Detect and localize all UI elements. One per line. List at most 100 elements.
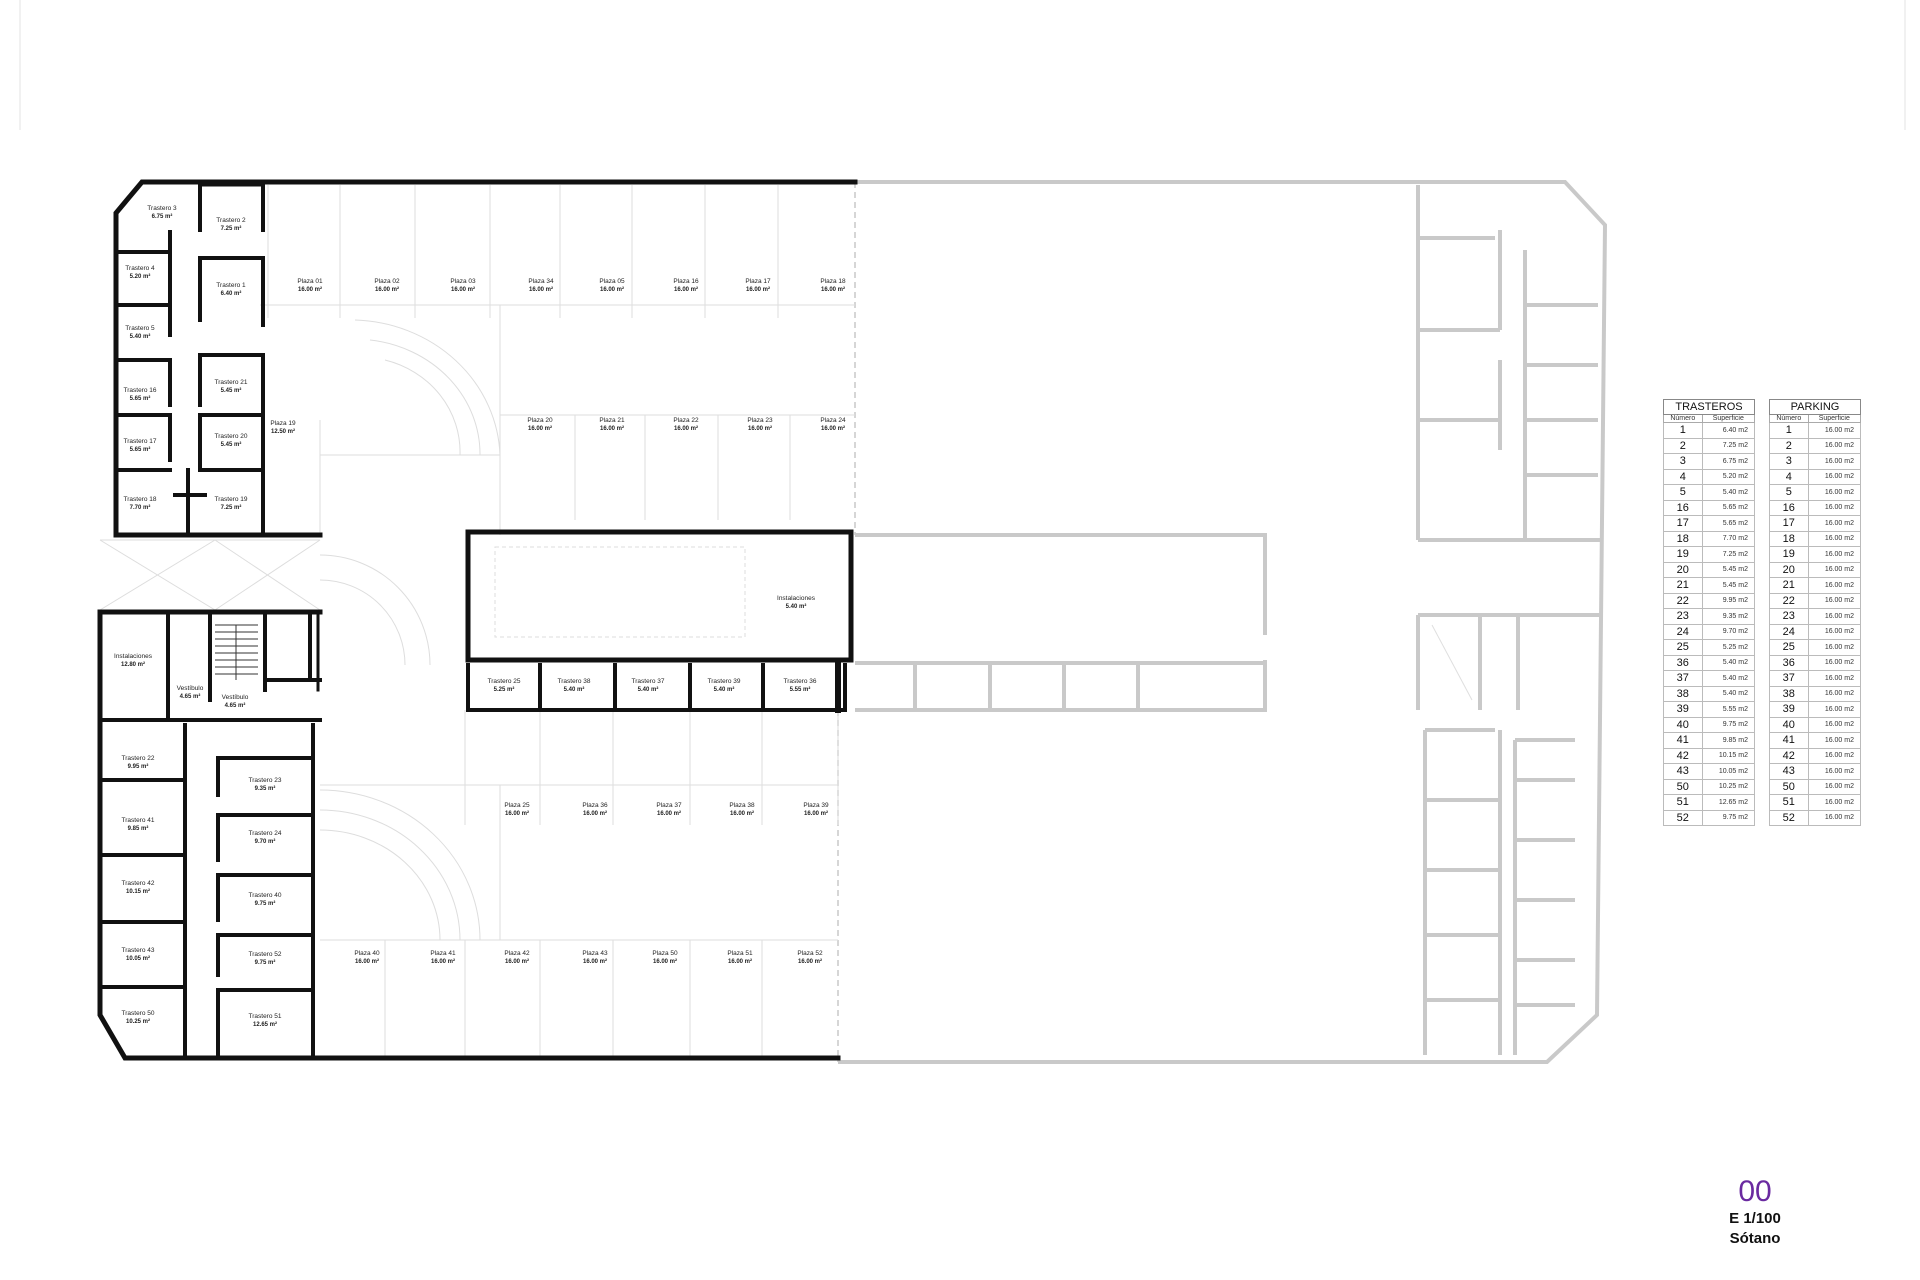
plaza-42-label: Plaza 42 [504,950,530,957]
parking-table-row-superficie: 16.00 m2 [1807,701,1862,718]
trastero-50-label: Trastero 50 [122,1010,155,1017]
plaza-02-label: Plaza 02 [374,278,400,285]
trastero-24-label: Trastero 24 [249,830,282,837]
trasteros-table-row-superficie: 5.40 m2 [1701,685,1756,702]
trasteros-col-numero: Número [1663,414,1703,423]
trasteros-table-row-numero: 51 [1663,794,1703,811]
plaza-25-area: 16.00 m² [505,810,529,817]
parking-table-row-superficie: 16.00 m2 [1807,592,1862,609]
plaza-24-label: Plaza 24 [820,417,846,424]
parking-table-row-numero: 21 [1769,577,1809,594]
plaza-18-area: 16.00 m² [821,286,845,293]
trasteros-table-row-numero: 16 [1663,499,1703,516]
parking-table-row-numero: 17 [1769,515,1809,532]
plaza-43-area: 16.00 m² [583,958,607,965]
plaza-50-label: Plaza 50 [652,950,678,957]
trastero-20-label: Trastero 20 [215,433,248,440]
trasteros-table-row-superficie: 5.40 m2 [1701,670,1756,687]
parking-table-row-superficie: 16.00 m2 [1807,546,1862,563]
plaza-05-area: 16.00 m² [600,286,624,293]
parking-table-row-superficie: 16.00 m2 [1807,685,1862,702]
plaza-38-label: Plaza 38 [729,802,755,809]
instalaciones-west-label: Instalaciones [114,653,153,660]
plaza-05-label: Plaza 05 [599,278,625,285]
vestibulo-2-label: Vestíbulo [222,694,249,701]
parking-table-row-superficie: 16.00 m2 [1807,561,1862,578]
parking-table-row-numero: 41 [1769,732,1809,749]
parking-table-row-superficie: 16.00 m2 [1807,468,1862,485]
trastero-36-label: Trastero 36 [784,678,817,685]
trasteros-table-row-numero: 22 [1663,592,1703,609]
trastero-5-area: 5.40 m² [130,333,151,340]
sheet-number: 00 [1738,1175,1772,1208]
plaza-23-area: 16.00 m² [748,425,772,432]
parking-bay-lines [99,185,855,1058]
trastero-19-label: Trastero 19 [215,496,248,503]
trastero-52-label: Trastero 52 [249,951,282,958]
parking-table-row-numero: 37 [1769,670,1809,687]
trasteros-table-row-superficie: 7.25 m2 [1701,546,1756,563]
trasteros-table-row-numero: 25 [1663,639,1703,656]
trasteros-table-row-numero: 38 [1663,685,1703,702]
parking-table-row-numero: 5 [1769,484,1809,501]
trastero-16-label: Trastero 16 [124,387,157,394]
plaza-34-area: 16.00 m² [529,286,553,293]
plaza-23-label: Plaza 23 [747,417,773,424]
parking-table-row-numero: 22 [1769,592,1809,609]
plaza-17-label: Plaza 17 [745,278,771,285]
plaza-19-area: 12.50 m² [271,428,295,435]
plaza-34-label: Plaza 34 [528,278,554,285]
trastero-37-label: Trastero 37 [632,678,665,685]
parking-table-row-numero: 3 [1769,453,1809,470]
trasteros-table-row-numero: 40 [1663,716,1703,733]
title-block: 00 E 1/100 Sótano [1700,1175,1810,1249]
plaza-24-area: 16.00 m² [821,425,845,432]
trasteros-table-row-superficie: 9.35 m2 [1701,608,1756,625]
plaza-01-label: Plaza 01 [297,278,323,285]
plaza-03-label: Plaza 03 [450,278,476,285]
plaza-02-area: 16.00 m² [375,286,399,293]
stair-icon [215,624,258,680]
trastero-2-area: 7.25 m² [221,225,242,232]
parking-table-row-numero: 20 [1769,561,1809,578]
trasteros-table-row-numero: 24 [1663,623,1703,640]
parking-table-row-numero: 18 [1769,530,1809,547]
parking-table-row-superficie: 16.00 m2 [1807,747,1862,764]
parking-table-row-superficie: 16.00 m2 [1807,654,1862,671]
parking-col-numero: Número [1769,414,1809,423]
parking-table-row-numero: 43 [1769,763,1809,780]
trasteros-table-row-superficie: 9.85 m2 [1701,732,1756,749]
parking-table-row-numero: 52 [1769,809,1809,826]
trastero-42-area: 10.15 m² [126,888,150,895]
trastero-1-label: Trastero 1 [216,282,246,289]
trasteros-table-row-numero: 5 [1663,484,1703,501]
trastero-16-area: 5.65 m² [130,395,151,402]
trastero-25-area: 5.25 m² [494,686,515,693]
parking-table-row-numero: 19 [1769,546,1809,563]
trastero-22-label: Trastero 22 [122,755,155,762]
trasteros-table-row-numero: 52 [1663,809,1703,826]
plaza-43-label: Plaza 43 [582,950,608,957]
parking-table-row-numero: 51 [1769,794,1809,811]
plaza-36-area: 16.00 m² [583,810,607,817]
trastero-43-area: 10.05 m² [126,955,150,962]
trasteros-table-row-superficie: 5.45 m2 [1701,577,1756,594]
walls-west [97,179,858,1061]
parking-table-row-superficie: 16.00 m2 [1807,437,1862,454]
trasteros-table-row-numero: 36 [1663,654,1703,671]
